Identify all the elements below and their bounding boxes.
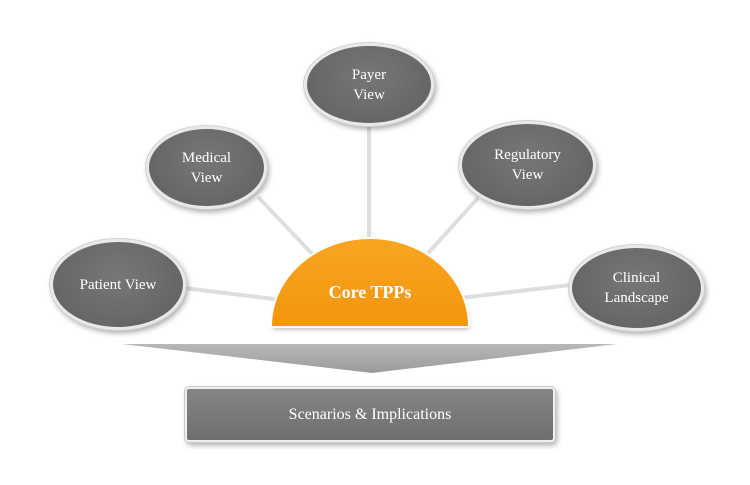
medical-view-label: Medical View <box>181 149 232 186</box>
regulatory-view-label: Regulatory View <box>494 147 561 183</box>
scenarios-implications-box: Scenarios & Implications <box>185 387 555 442</box>
connector-regulatory <box>418 196 480 264</box>
connector-patient <box>183 286 283 302</box>
funnel-arrow <box>122 344 617 373</box>
regulatory-view-node: Regulatory View <box>459 121 596 209</box>
payer-view-node: Payer View <box>304 43 434 126</box>
payer-view-label: Payer View <box>351 66 387 103</box>
connector-medical <box>256 195 320 262</box>
clinical-landscape-label: Clinical Landscape <box>604 270 669 306</box>
scenarios-implications-label: Scenarios & Implications <box>288 405 452 423</box>
clinical-landscape-node: Clinical Landscape <box>569 245 704 331</box>
patient-view-node: Patient View <box>50 239 186 330</box>
patient-view-label: Patient View <box>79 276 157 293</box>
core-tpps-label: Core TPPs <box>328 282 412 302</box>
medical-view-node: Medical View <box>146 126 267 209</box>
connector-clinical <box>459 283 571 300</box>
